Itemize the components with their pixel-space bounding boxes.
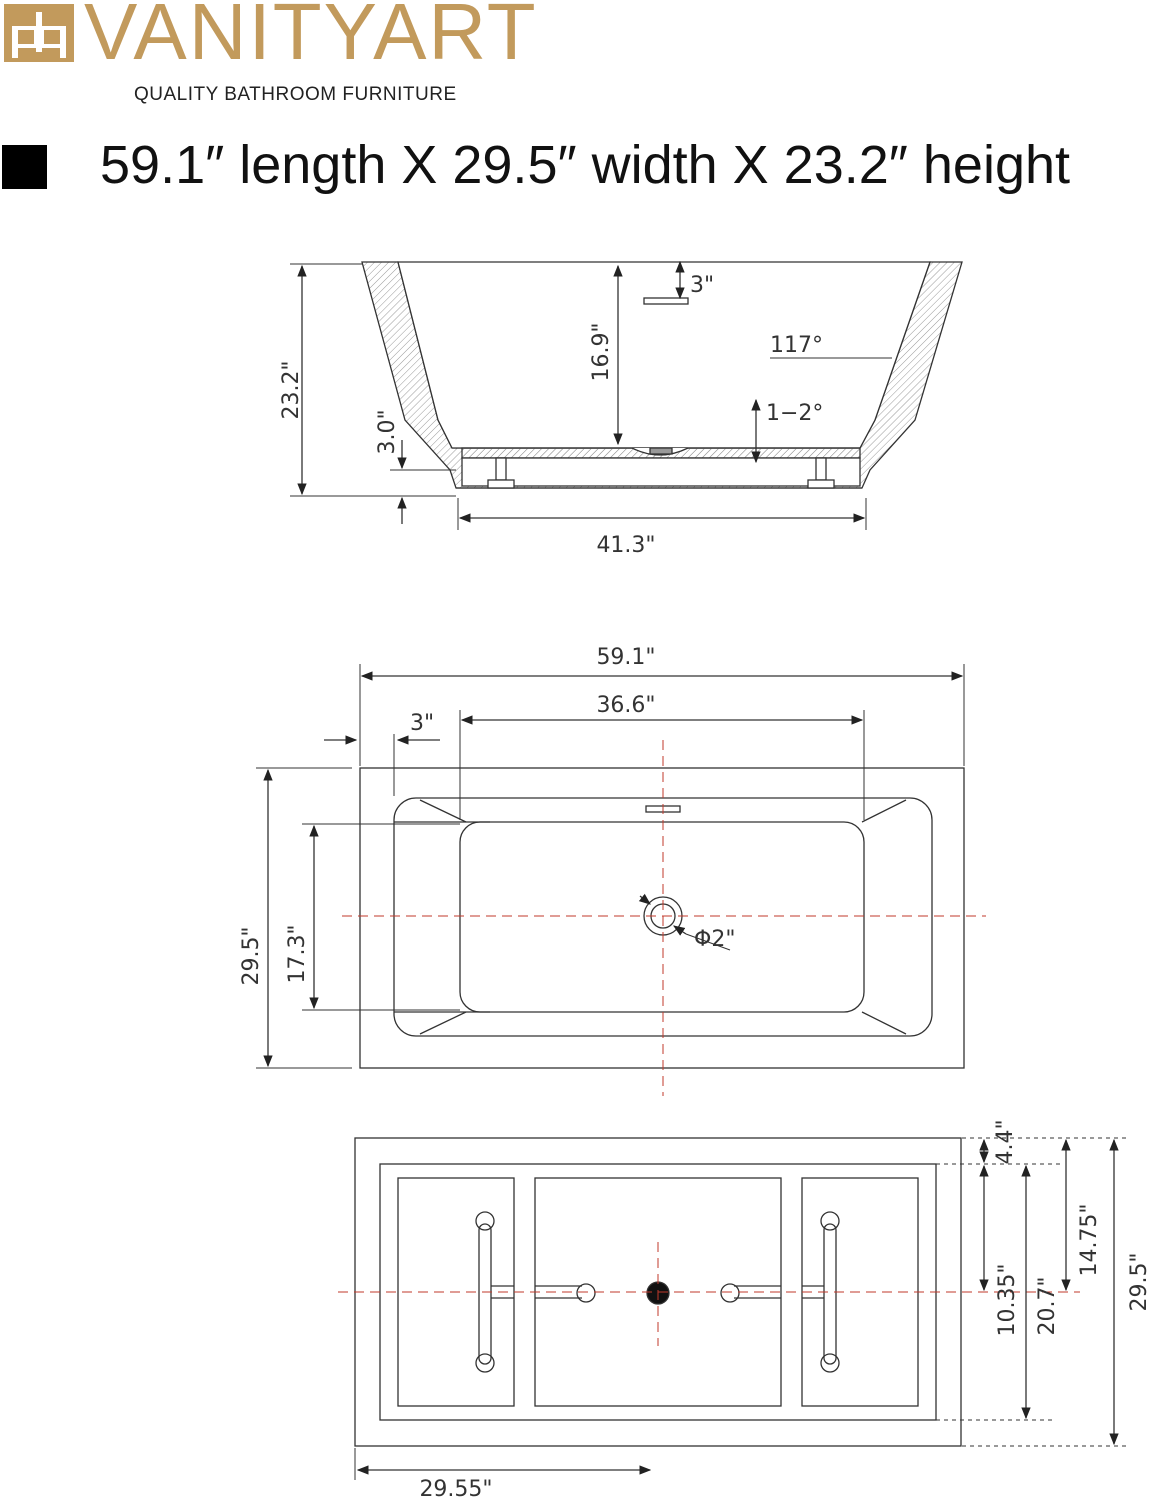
headline-bullet-icon bbox=[2, 145, 47, 189]
label-half-length: 29.55" bbox=[419, 1477, 492, 1500]
label-offset-d: 14.75" bbox=[1077, 1203, 1102, 1276]
brand-name: VANITYART bbox=[84, 0, 538, 76]
brand-tagline: QUALITY BATHROOM FURNITURE bbox=[134, 84, 457, 105]
bottom-view bbox=[338, 1137, 1126, 1480]
label-length: 59.1" bbox=[596, 645, 655, 670]
side-view-labels: 23.2" 16.9" 3" 117° 1−2° 3.0" 41.3" bbox=[279, 273, 823, 558]
label-inner-length: 36.6" bbox=[596, 693, 655, 718]
bottom-view-labels: 4.4" 10.35" 20.7" 14.75" 29.5" 29.55" bbox=[419, 1119, 1152, 1500]
label-bottom-length: 41.3" bbox=[596, 533, 655, 558]
label-slope: 1−2° bbox=[766, 401, 823, 426]
label-base-height: 3.0" bbox=[375, 409, 400, 454]
label-height-total: 23.2" bbox=[279, 360, 304, 419]
top-view bbox=[256, 664, 986, 1096]
label-angle: 117° bbox=[770, 333, 823, 358]
label-overflow-drop: 3" bbox=[690, 273, 714, 298]
label-bottom-width: 29.5" bbox=[1127, 1252, 1152, 1311]
label-depth: 16.9" bbox=[589, 322, 614, 381]
vanityart-logo-icon bbox=[4, 4, 74, 62]
label-width: 29.5" bbox=[239, 926, 264, 985]
label-offset-c: 20.7" bbox=[1035, 1276, 1060, 1335]
dimensions-headline: 59.1″ length X 29.5″ width X 23.2″ heigh… bbox=[100, 135, 1071, 195]
label-drain: Φ2" bbox=[694, 927, 735, 952]
side-view bbox=[290, 260, 963, 530]
label-offset-a: 4.4" bbox=[993, 1119, 1018, 1164]
label-rim: 3" bbox=[410, 711, 434, 736]
top-view-labels: 59.1" 36.6" 3" 29.5" 17.3" Φ2" bbox=[239, 645, 735, 986]
label-offset-b: 10.35" bbox=[995, 1263, 1020, 1336]
label-inner-width: 17.3" bbox=[285, 924, 310, 983]
